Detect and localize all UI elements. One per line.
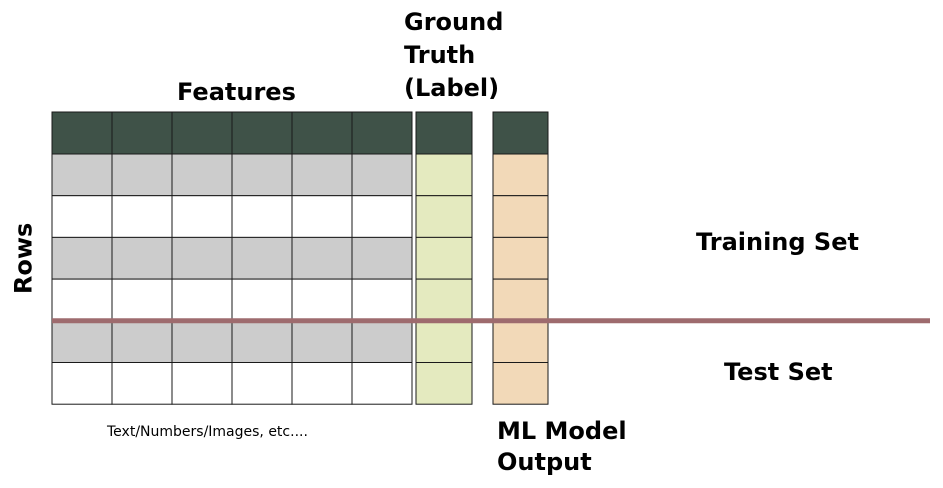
ground-truth-line-2: Truth [404, 41, 476, 69]
feature-cell [351, 236, 413, 280]
feature-cell [291, 362, 353, 405]
feature-cell [231, 153, 293, 197]
feature-header-cell [291, 111, 353, 155]
output-cell [492, 153, 549, 197]
feature-cell [291, 153, 353, 197]
feature-cell [111, 236, 173, 280]
feature-cell [231, 320, 293, 363]
feature-cell [171, 320, 233, 363]
ml-output-line-1: ML Model [497, 417, 627, 445]
feature-cell [351, 153, 413, 197]
ground-truth-line-3: (Label) [404, 74, 500, 102]
feature-header-cell [51, 111, 113, 155]
label-cell [415, 362, 473, 405]
feature-cell [171, 362, 233, 405]
output-cell [492, 362, 549, 405]
ml-output-line-2: Output [497, 448, 592, 476]
feature-cell [231, 278, 293, 322]
feature-cell [231, 362, 293, 405]
feature-cell [291, 278, 353, 322]
output-cell [492, 320, 549, 363]
feature-cell [51, 153, 113, 197]
feature-cell [231, 195, 293, 238]
feature-cell [51, 320, 113, 363]
rows-label: Rows [9, 222, 38, 295]
label-cell [415, 278, 473, 322]
feature-header-cell [171, 111, 233, 155]
feature-cell [51, 236, 113, 280]
feature-header-cell [111, 111, 173, 155]
feature-cell [171, 236, 233, 280]
feature-cell [111, 195, 173, 238]
label-cell [415, 195, 473, 238]
ground-truth-label: Ground Truth (Label) [404, 6, 503, 105]
feature-header-cell [351, 111, 413, 155]
label-cell [415, 153, 473, 197]
feature-cell [171, 195, 233, 238]
feature-cell [351, 362, 413, 405]
feature-cell [111, 153, 173, 197]
feature-cell [111, 362, 173, 405]
feature-cell [111, 320, 173, 363]
test-set-label: Test Set [724, 358, 833, 386]
output-header-cell [492, 111, 549, 155]
ground-truth-line-1: Ground [404, 8, 504, 36]
output-cell [492, 236, 549, 280]
label-cell [415, 236, 473, 280]
features-label: Features [177, 78, 296, 106]
feature-cell [51, 362, 113, 405]
output-cell [492, 195, 549, 238]
feature-cell [51, 195, 113, 238]
ml-model-output-label: ML Model Output [497, 416, 627, 478]
feature-cell [291, 320, 353, 363]
data-types-label: Text/Numbers/Images, etc.... [107, 424, 308, 440]
feature-header-cell [231, 111, 293, 155]
feature-cell [171, 153, 233, 197]
feature-cell [351, 320, 413, 363]
feature-cell [351, 195, 413, 238]
feature-cell [291, 195, 353, 238]
feature-cell [351, 278, 413, 322]
feature-cell [171, 278, 233, 322]
output-cell [492, 278, 549, 322]
feature-cell [291, 236, 353, 280]
label-cell [415, 320, 473, 363]
feature-cell [231, 236, 293, 280]
label-header-cell [415, 111, 473, 155]
feature-cell [51, 278, 113, 322]
feature-cell [111, 278, 173, 322]
training-set-label: Training Set [696, 228, 859, 256]
